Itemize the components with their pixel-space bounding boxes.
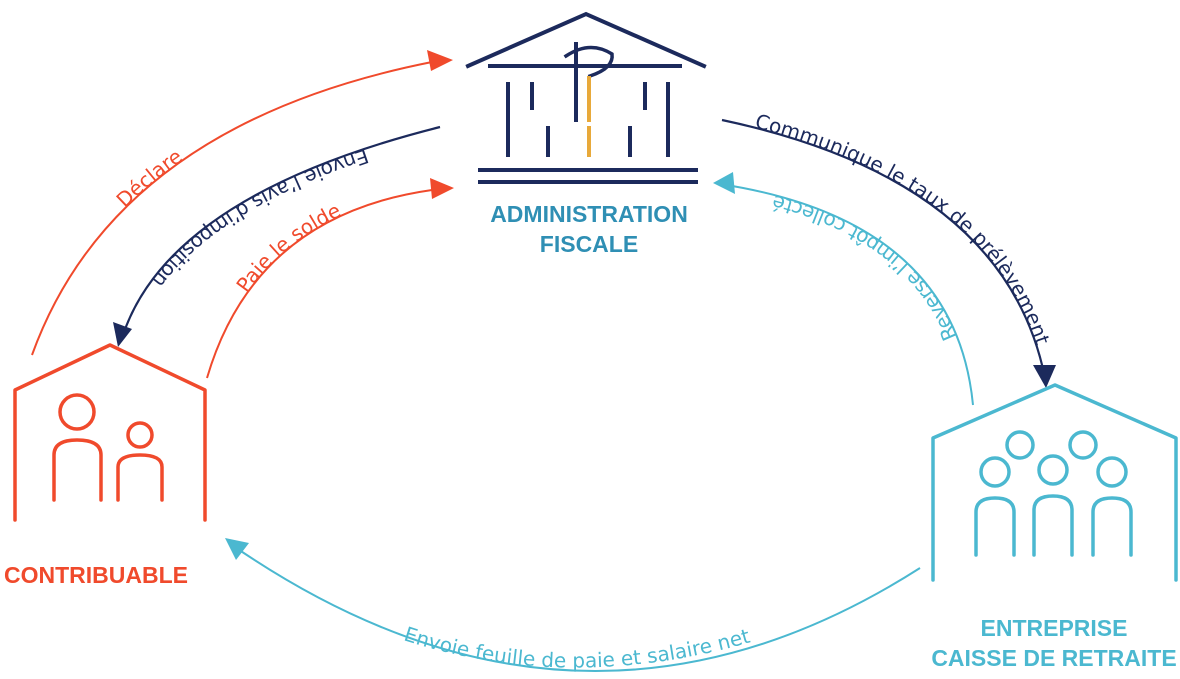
group-of-people-icon	[931, 383, 1178, 582]
label-communique-taux: Communique le taux de prélèvement	[753, 109, 1055, 348]
label-declare: Déclare	[112, 144, 187, 212]
label-reverse-impot: Reverse l’impôt collecté	[769, 190, 961, 344]
label-envoie-feuille: Envoie feuille de paie et salaire net	[401, 622, 752, 673]
arrowhead-communique-taux	[1033, 365, 1056, 388]
household-icon	[13, 343, 207, 522]
arrowhead-reverse-impot	[713, 172, 735, 194]
administration-label-line2: FISCALE	[540, 231, 638, 257]
arrowhead-envoie-feuille	[225, 538, 249, 560]
entreprise-label-line2: CAISSE DE RETRAITE	[931, 645, 1176, 671]
arrowhead-envoie-avis	[113, 322, 132, 347]
arrowhead-paie-solde	[430, 178, 454, 199]
arrowhead-declare	[427, 50, 453, 71]
contribuable-label: CONTRIBUABLE	[4, 562, 188, 588]
entreprise-label-line1: ENTREPRISE	[981, 615, 1128, 641]
administration-label-line1: ADMINISTRATION	[490, 201, 688, 227]
government-building-icon	[465, 11, 707, 184]
